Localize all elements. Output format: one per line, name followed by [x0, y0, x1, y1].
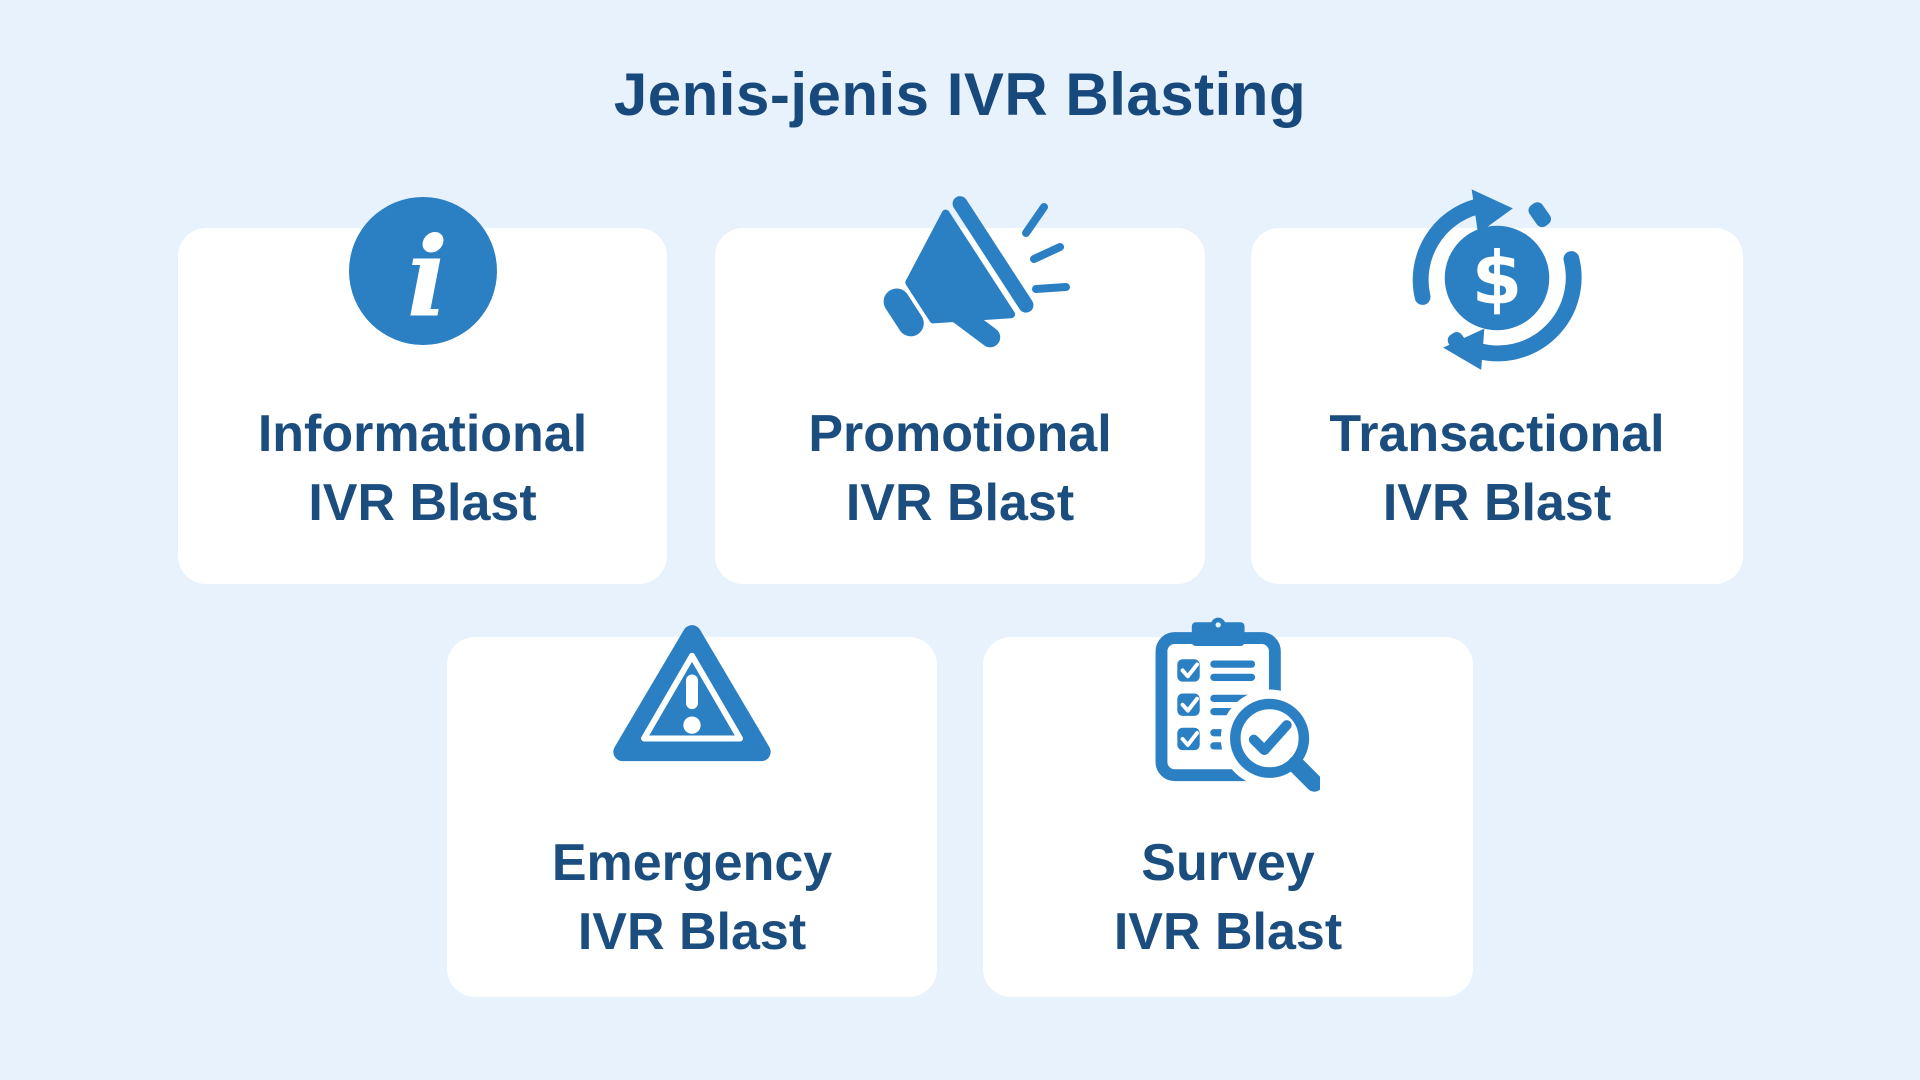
- card-informational: i Informational IVR Blast: [178, 197, 667, 584]
- page-title: Jenis-jenis IVR Blasting: [613, 61, 1307, 128]
- card-label-line2: IVR Blast: [308, 473, 537, 532]
- card-label: Emergency IVR Blast: [447, 829, 937, 966]
- info-icon: i: [348, 197, 497, 345]
- card-label: Transactional IVR Blast: [1251, 400, 1743, 537]
- card-label: Survey IVR Blast: [983, 829, 1473, 966]
- card-label-line1: Emergency: [551, 834, 833, 892]
- card-label-line1: Promotional: [808, 405, 1112, 463]
- money-cycle-icon: $: [1402, 183, 1592, 373]
- card-label-line2: IVR Blast: [1113, 902, 1343, 961]
- card-label-line1: Survey: [1141, 834, 1315, 892]
- card-label: Promotional IVR Blast: [715, 400, 1205, 537]
- megaphone-icon: [874, 195, 1074, 360]
- card-emergency: Emergency IVR Blast: [447, 625, 937, 997]
- card-label-line1: Transactional: [1329, 405, 1665, 463]
- svg-text:i: i: [406, 212, 448, 341]
- warning-triangle-icon: [612, 621, 772, 768]
- card-label-line2: IVR Blast: [845, 473, 1075, 532]
- card-label-line1: Informational: [257, 405, 588, 463]
- card-promotional: Promotional IVR Blast: [715, 196, 1205, 584]
- card-label-line2: IVR Blast: [1382, 473, 1612, 532]
- card-transactional: $ Transactional IVR Blast: [1251, 189, 1743, 584]
- card-label: Informational IVR Blast: [178, 400, 667, 537]
- survey-checklist-icon: [1148, 617, 1329, 798]
- card-survey: Survey IVR Blast: [983, 617, 1473, 997]
- card-label-line2: IVR Blast: [577, 902, 807, 961]
- svg-text:$: $: [1472, 236, 1523, 321]
